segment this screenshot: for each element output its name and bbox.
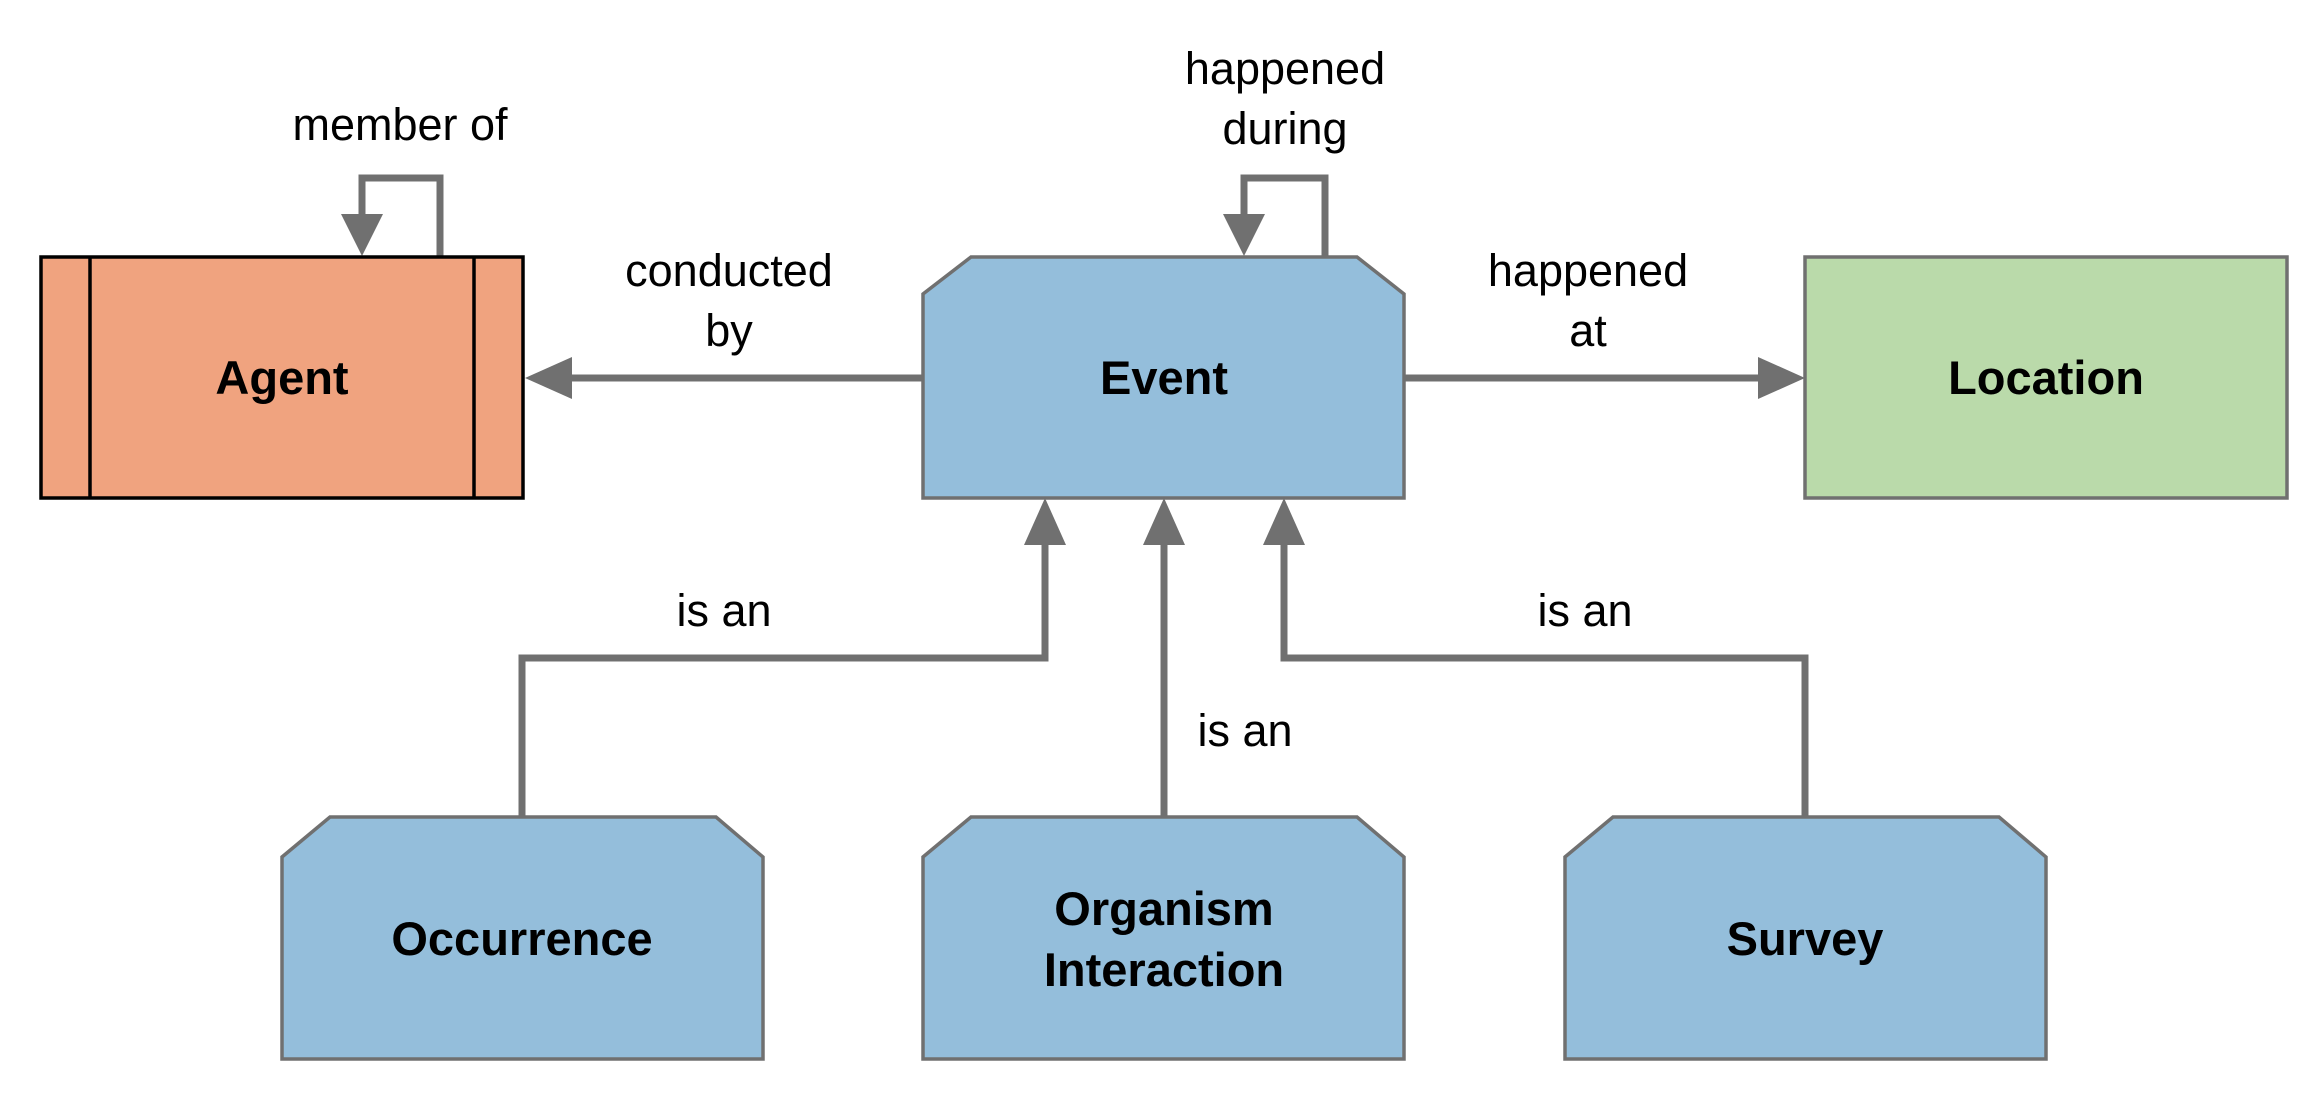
conducted-by-arrowhead bbox=[525, 357, 572, 399]
conducted-by-label-line1: conducted bbox=[625, 245, 833, 296]
organism-interaction-is-an-label: is an bbox=[1197, 705, 1292, 756]
agent-shape bbox=[39, 255, 525, 500]
survey-is-an-label: is an bbox=[1537, 585, 1632, 636]
occurrence-is-an-arrowhead bbox=[1024, 498, 1066, 545]
organism-interaction-label-line1: Organism bbox=[1054, 882, 1273, 935]
location-shape bbox=[1803, 255, 2289, 500]
edge-conducted-by bbox=[525, 357, 923, 399]
agent-node[interactable]: Agent bbox=[39, 255, 525, 500]
member-of-arrowhead bbox=[341, 214, 383, 256]
occurrence-node[interactable]: Occurrence bbox=[280, 815, 765, 1061]
conducted-by-label-line2: by bbox=[705, 305, 753, 356]
location-label: Location bbox=[1948, 351, 2144, 404]
organism-interaction-shape bbox=[921, 815, 1406, 1061]
event-node[interactable]: Event bbox=[921, 255, 1406, 500]
edge-survey-is-an bbox=[1263, 498, 1809, 817]
survey-node[interactable]: Survey bbox=[1563, 815, 2048, 1061]
happened-during-label-line1: happened bbox=[1185, 43, 1385, 94]
survey-shape bbox=[1563, 815, 2048, 1061]
survey-label: Survey bbox=[1727, 912, 1884, 965]
occurrence-shape bbox=[280, 815, 765, 1061]
organism-interaction-is-an-arrowhead bbox=[1143, 498, 1185, 545]
edge-member-of bbox=[341, 174, 444, 256]
edge-occurrence-is-an bbox=[518, 498, 1066, 817]
happened-during-label-line2: during bbox=[1222, 103, 1347, 154]
happened-during-arrowhead bbox=[1223, 214, 1265, 256]
event-label: Event bbox=[1100, 351, 1228, 404]
happened-at-label-line1: happened bbox=[1488, 245, 1688, 296]
organism-interaction-label-line2: Interaction bbox=[1044, 943, 1284, 996]
survey-is-an-arrowhead bbox=[1263, 498, 1305, 545]
edge-organism-interaction-is-an bbox=[1143, 498, 1185, 817]
edge-happened-during bbox=[1223, 174, 1329, 256]
occurrence-is-an-label: is an bbox=[676, 585, 771, 636]
member-of-label: member of bbox=[292, 99, 508, 150]
happened-at-arrowhead bbox=[1758, 357, 1805, 399]
organism-interaction-node[interactable]: Organism Interaction bbox=[921, 815, 1406, 1061]
event-shape bbox=[921, 255, 1406, 500]
location-node[interactable]: Location bbox=[1803, 255, 2289, 500]
occurrence-label: Occurrence bbox=[391, 912, 652, 965]
happened-at-label-line2: at bbox=[1569, 305, 1607, 356]
agent-label: Agent bbox=[215, 351, 349, 404]
edge-happened-at bbox=[1404, 357, 1805, 399]
